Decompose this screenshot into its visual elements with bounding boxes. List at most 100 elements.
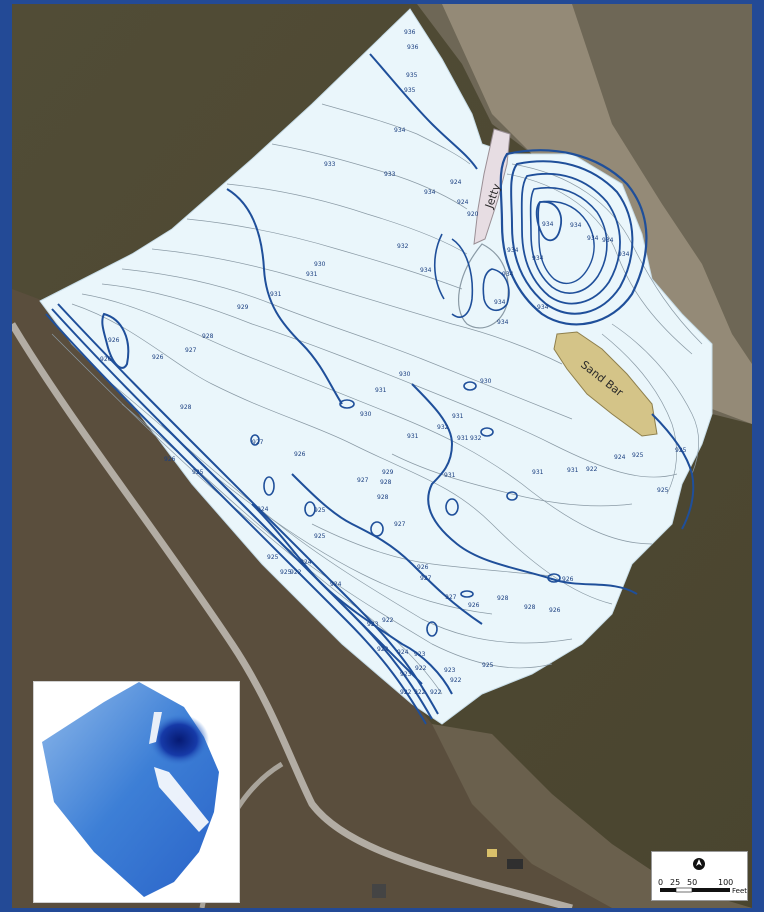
contour-label: 935 <box>406 72 418 79</box>
contour-label: 920 <box>467 211 479 218</box>
inset-svg <box>42 682 219 897</box>
contour-label: 930 <box>314 261 326 268</box>
contour-label: 922 <box>382 617 394 624</box>
contour-label: 922 <box>450 677 462 684</box>
contour-label: 925 <box>482 662 494 669</box>
contour-label: 925 <box>675 447 687 454</box>
sand-bar <box>553 331 658 437</box>
contour-label: 925 <box>280 569 292 576</box>
contour-label: 927 <box>445 594 457 601</box>
contour-label: 934 <box>537 304 549 311</box>
scour-hole-contours <box>433 149 648 329</box>
contour-label: 923 <box>414 651 426 658</box>
contour-label: 926 <box>108 337 120 344</box>
contour-label: 933 <box>324 161 336 168</box>
contour-label: 924 <box>300 559 312 566</box>
building <box>372 884 386 898</box>
contour-label: 924 <box>257 506 269 513</box>
contour-label: 934 <box>587 235 599 242</box>
contour-label: 927 <box>420 575 432 582</box>
contour-label: 933 <box>384 171 396 178</box>
contour-label: 924 <box>614 454 626 461</box>
contour-label: 926 <box>100 356 112 363</box>
contour-label: 928 <box>497 595 509 602</box>
scale-svg <box>660 858 730 893</box>
contour-label: 922 <box>415 665 427 672</box>
contour-label: 934 <box>542 221 554 228</box>
contour-label: 932 <box>437 424 449 431</box>
contour-label: 930 <box>480 378 492 385</box>
contour-labels: 936 936 935 935 934 933 933 934 932 931 … <box>100 29 687 696</box>
contour-label: 927 <box>185 347 197 354</box>
contour-label: 922 <box>430 689 442 696</box>
contour-label: 934 <box>602 237 614 244</box>
contour-label: 930 <box>399 371 411 378</box>
contour-label: 934 <box>420 267 432 274</box>
contour-label: 927 <box>357 477 369 484</box>
contour-label: 926 <box>468 602 480 609</box>
contour-label: 934 <box>532 255 544 262</box>
contour-label: 925 <box>632 452 644 459</box>
contour-label: 923 <box>444 667 456 674</box>
contour-label: 931 <box>444 472 456 479</box>
contour-label: 930 <box>360 411 372 418</box>
building <box>487 849 497 857</box>
inset-bathymetry-map <box>33 681 240 903</box>
contour-label: 922 <box>586 466 598 473</box>
contour-label: 925 <box>657 487 669 494</box>
contour-label: 924 <box>450 179 462 186</box>
contour-label: 925 <box>192 469 204 476</box>
contour-label: 925 <box>314 533 326 540</box>
small-depressions <box>250 381 561 637</box>
contour-label: 922 <box>290 569 302 576</box>
contour-label: 926 <box>417 564 429 571</box>
contour-label: 929 <box>382 469 394 476</box>
contour-label: 928 <box>377 494 389 501</box>
contour-label: 926 <box>152 354 164 361</box>
contour-label: 936 <box>407 44 419 51</box>
contour-label: 935 <box>404 87 416 94</box>
contour-label: 934 <box>494 299 506 306</box>
contour-label: 931 <box>567 467 579 474</box>
scale-tick: 100 <box>718 878 734 887</box>
jetty <box>473 128 511 245</box>
contour-label: 932 <box>397 243 409 250</box>
contour-label: 934 <box>394 127 406 134</box>
contour-label: 931 <box>457 435 469 442</box>
major-contours <box>45 53 695 725</box>
contour-label: 934 <box>618 251 630 258</box>
contour-label: 926 <box>294 451 306 458</box>
scale-tick: 0 <box>658 878 664 887</box>
contour-label: 924 <box>330 581 342 588</box>
contour-label: 925 <box>314 507 326 514</box>
contour-label: 925 <box>267 554 279 561</box>
scale-tick: 25 <box>670 878 681 887</box>
contour-label: 922 <box>400 689 412 696</box>
contour-label: 934 <box>497 319 509 326</box>
contour-label: 934 <box>507 247 519 254</box>
contour-label: 922 <box>377 646 389 653</box>
contour-label: 931 <box>407 433 419 440</box>
contour-label: 926 <box>164 456 176 463</box>
contour-label: 923 <box>367 621 379 628</box>
contour-label: 928 <box>202 333 214 340</box>
contour-label: 928 <box>380 479 392 486</box>
contour-label: 931 <box>452 413 464 420</box>
contour-label: 927 <box>394 521 406 528</box>
scale-bar: 0 25 50 100 Feet <box>651 851 748 901</box>
contour-label: 931 <box>532 469 544 476</box>
contour-label: 932 <box>470 435 482 442</box>
contour-label: 931 <box>375 387 387 394</box>
scale-tick: 50 <box>687 878 698 887</box>
riverbank-lower <box>432 724 752 908</box>
contour-label: 931 <box>270 291 282 298</box>
road <box>12 322 573 908</box>
contour-label: 926 <box>549 607 561 614</box>
contour-label: 931 <box>306 271 318 278</box>
scale-unit: Feet <box>732 887 748 895</box>
contour-label: 924 <box>397 649 409 656</box>
contour-label: 922 <box>414 689 426 696</box>
contour-label: 926 <box>562 576 574 583</box>
contour-label: 923 <box>400 671 412 678</box>
